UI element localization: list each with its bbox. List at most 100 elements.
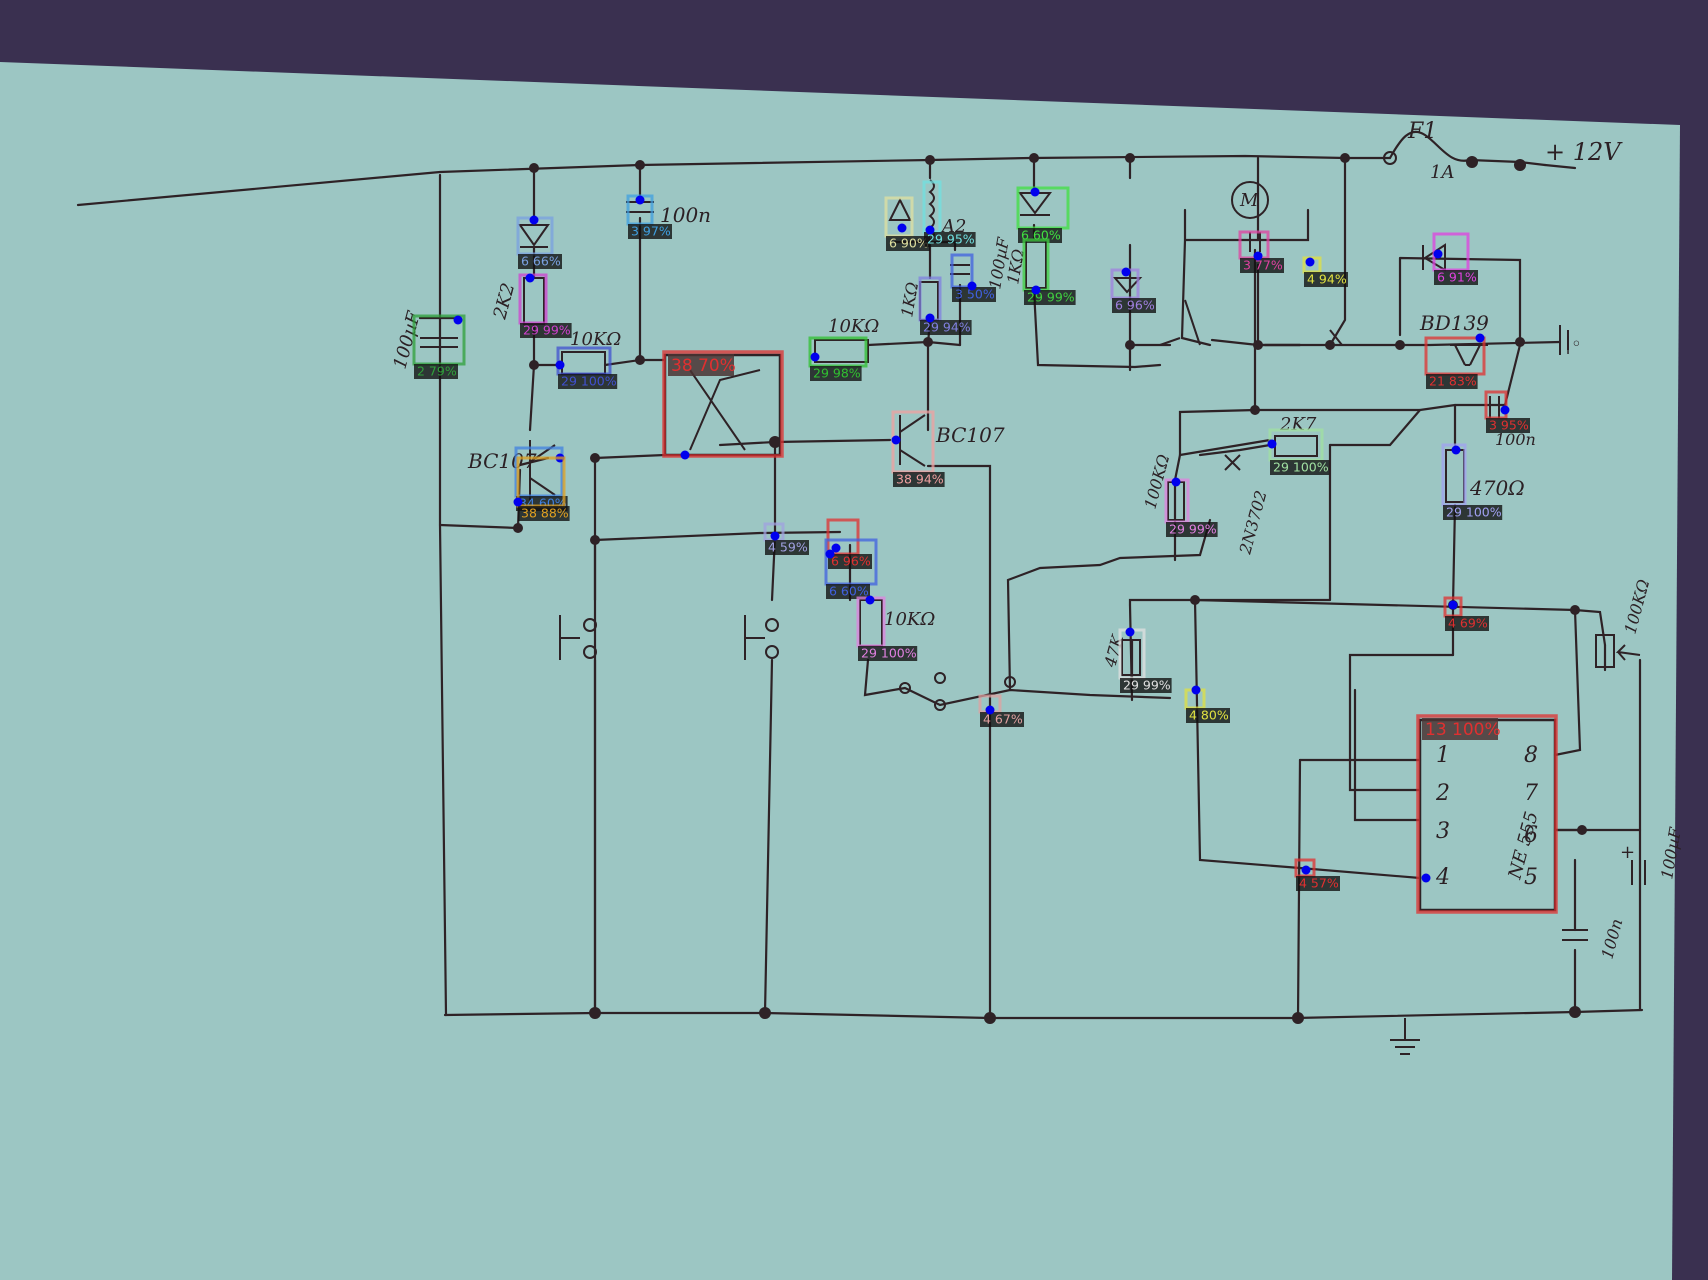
detection-label: 4 69% xyxy=(1448,616,1488,631)
detection-keypoint xyxy=(985,705,995,715)
detection-keypoint xyxy=(1253,251,1263,261)
detection-overlays: 6 66%3 97%2 79%29 99%29 100%38 70%34 60%… xyxy=(412,180,1558,914)
detection-keypoint xyxy=(1451,445,1461,455)
pushbutton-s1 xyxy=(559,615,580,660)
detection-label-bg xyxy=(518,254,562,269)
ic-pin-2: 2 xyxy=(1435,781,1450,806)
detection-box: 6 91% xyxy=(1432,232,1478,285)
detection-label-bg xyxy=(1296,876,1340,891)
label-fuse: F1 xyxy=(1407,119,1437,144)
detection-label: 6 60% xyxy=(829,584,869,599)
label-cap-100n-right: 100n xyxy=(1495,430,1536,449)
detection-label-bg xyxy=(886,236,930,251)
detection-keypoint xyxy=(967,281,977,291)
detection-label-bg xyxy=(765,540,809,555)
label-transistor-mid: BC107 xyxy=(935,423,1005,447)
detection-box: 6 60% xyxy=(824,538,878,599)
detection-label: 3 50% xyxy=(955,287,995,302)
transistor-2n3702 xyxy=(1224,454,1241,471)
fuse-terminal-a xyxy=(1383,151,1397,165)
detection-label-bg xyxy=(1304,272,1348,287)
detection-box-outline xyxy=(662,350,784,458)
detection-label: 3 95% xyxy=(1489,418,1529,433)
detection-box: 3 77% xyxy=(1238,230,1284,273)
detection-keypoint xyxy=(770,531,780,541)
label-res-10k-mid: 10KΩ xyxy=(828,316,879,337)
detection-box: 29 100% xyxy=(1441,443,1503,520)
detection-label-bg xyxy=(952,287,996,302)
detection-keypoint xyxy=(1301,865,1311,875)
ic-pin-4: 4 xyxy=(1435,865,1450,890)
detection-box: 38 88% xyxy=(513,456,570,521)
output-terminal xyxy=(1559,325,1569,355)
diode-d1 xyxy=(518,224,550,247)
detection-keypoint xyxy=(1475,333,1485,343)
detection-label: 38 88% xyxy=(521,506,569,521)
detection-label: 29 100% xyxy=(1446,505,1502,520)
detection-label-bg xyxy=(518,506,570,521)
detection-label: 3 97% xyxy=(631,224,671,239)
detection-label-bg xyxy=(1240,258,1284,273)
resistor-47k xyxy=(1121,639,1141,676)
detection-label-bg xyxy=(1120,678,1172,693)
label-plus: + xyxy=(1620,842,1635,863)
label-supply: + 12V xyxy=(1545,138,1623,166)
detection-box: 3 50% xyxy=(950,253,996,302)
detection-keypoint xyxy=(1267,439,1277,449)
ic-pin-8: 8 xyxy=(1524,743,1538,768)
relay-coil-cross xyxy=(689,369,761,451)
detection-label: 4 57% xyxy=(1299,876,1339,891)
motor-body xyxy=(1231,181,1269,219)
detection-keypoint xyxy=(831,543,841,553)
detection-label-bg xyxy=(980,712,1024,727)
detection-label-bg xyxy=(414,364,458,379)
detection-box: 29 100% xyxy=(555,346,618,389)
detection-label-bg xyxy=(810,366,862,381)
detection-box: 2 79% xyxy=(412,314,466,379)
detection-keypoint xyxy=(1305,257,1315,267)
detection-label: 29 99% xyxy=(1169,522,1217,537)
detection-box: 4 69% xyxy=(1443,596,1489,631)
detection-label: 3 77% xyxy=(1243,258,1283,273)
detection-label: 38 94% xyxy=(896,472,944,487)
detection-label-bg xyxy=(520,323,572,338)
detection-label: 6 91% xyxy=(1437,270,1477,285)
detection-label: 29 99% xyxy=(1123,678,1171,693)
detection-keypoint xyxy=(529,215,539,225)
detection-keypoint xyxy=(891,435,901,445)
detection-label: 4 59% xyxy=(768,540,808,555)
diode-d2 xyxy=(888,197,912,221)
detection-box: 3 97% xyxy=(626,194,672,239)
detection-keypoint xyxy=(1030,187,1040,197)
detection-label-bg xyxy=(1443,505,1503,520)
detection-label-bg xyxy=(826,584,870,599)
detection-label: 38 70% xyxy=(671,356,736,376)
detection-label-bg xyxy=(1426,374,1478,389)
detection-label: 29 95% xyxy=(927,232,975,247)
detection-box: 29 99% xyxy=(1164,477,1218,537)
detection-label-bg xyxy=(668,354,734,376)
detection-label: 29 98% xyxy=(813,366,861,381)
detection-box: 21 83% xyxy=(1424,333,1486,389)
detection-keypoint xyxy=(1191,685,1201,695)
detection-label-bg xyxy=(628,224,672,239)
detection-keypoint xyxy=(1171,477,1181,487)
label-transistor-bd139: BD139 xyxy=(1419,311,1489,335)
detection-box: 4 94% xyxy=(1302,256,1348,287)
detection-box: 3 95% xyxy=(1484,390,1530,433)
detection-keypoint xyxy=(453,315,463,325)
detection-label-bg xyxy=(1486,418,1530,433)
components xyxy=(420,151,1646,1055)
ic-pin-5: 5 xyxy=(1524,865,1538,890)
ic-pin-3: 3 xyxy=(1436,819,1450,844)
diode-d5 xyxy=(1112,277,1143,294)
label-ground-out: |◦ xyxy=(1565,334,1582,355)
detection-label-bg xyxy=(1434,270,1478,285)
detection-label-bg xyxy=(828,554,872,569)
ic-pin-6: 6 xyxy=(1524,823,1538,848)
detection-box: 13 100% xyxy=(1416,714,1558,914)
label-cap-100n-top: 100n xyxy=(660,203,711,227)
detection-box: 29 99% xyxy=(1022,238,1076,305)
